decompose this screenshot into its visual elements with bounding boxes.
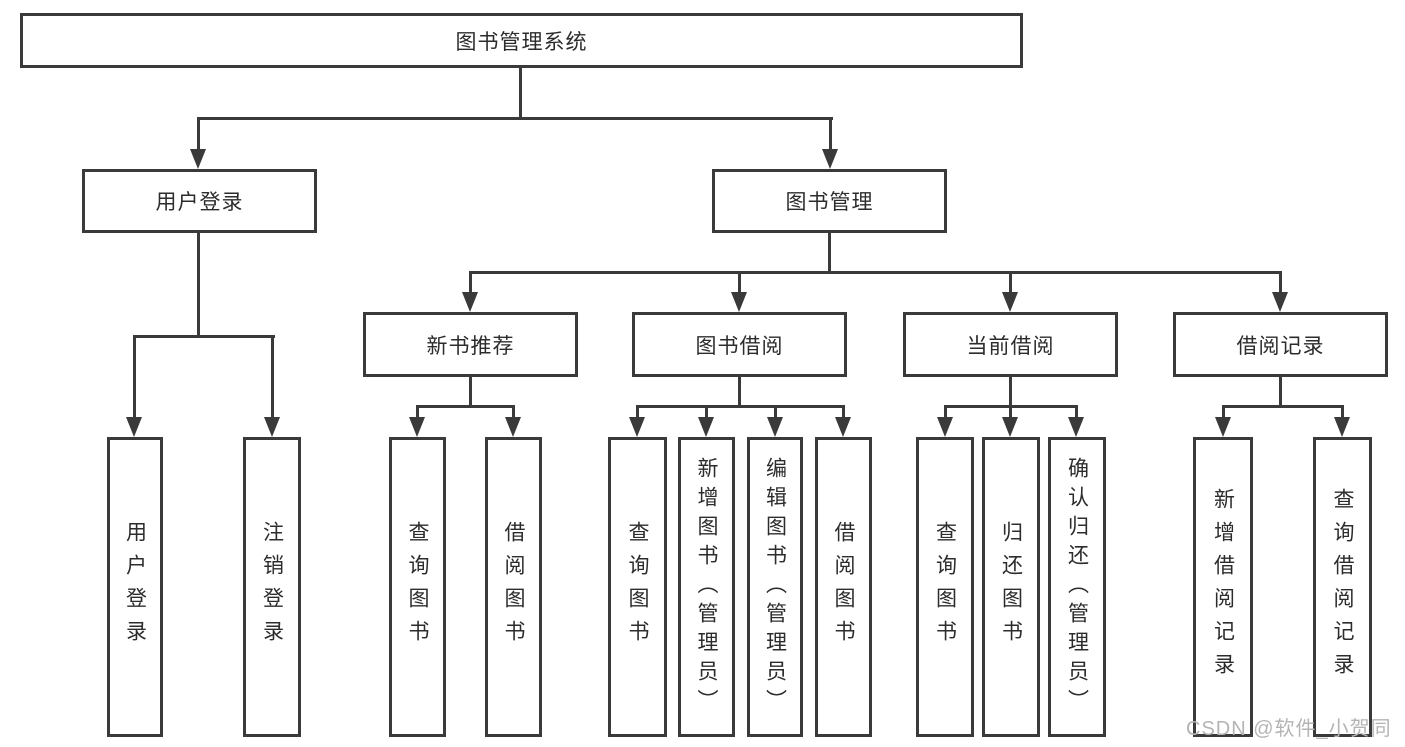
- leaf-bb-borrow-books: 借阅图书: [815, 437, 872, 737]
- leaf-rec-query-books: 查询图书: [389, 437, 446, 737]
- connector-arrowhead: [264, 417, 280, 437]
- connector-line: [416, 405, 515, 408]
- node-book-management: 图书管理: [712, 169, 947, 233]
- leaf-bb-add-books-admin: 新增图书（管理员）: [678, 437, 735, 737]
- leaf-rec-borrow-books-label: 借阅图书: [502, 521, 525, 653]
- connector-arrowhead: [822, 149, 838, 169]
- connector-line: [1009, 405, 1012, 419]
- connector-line: [944, 405, 947, 419]
- connector-line: [469, 271, 1282, 274]
- node-borrow-records-label: 借阅记录: [1236, 334, 1325, 358]
- leaf-cb-confirm-return-admin-label: 确认归还（管理员）: [1065, 456, 1089, 718]
- node-borrow-records: 借阅记录: [1173, 312, 1388, 377]
- connector-line: [1222, 405, 1225, 419]
- leaf-bb-add-books-admin-label: 新增图书（管理员）: [695, 456, 718, 718]
- leaf-cb-return-books-label: 归还图书: [999, 521, 1023, 653]
- leaf-br-query-borrow-record: 查询借阅记录: [1313, 437, 1372, 737]
- connector-line: [774, 405, 777, 419]
- node-new-book-recommend-label: 新书推荐: [426, 334, 515, 358]
- leaf-br-add-borrow-record: 新增借阅记录: [1193, 437, 1253, 737]
- connector-line: [512, 405, 515, 419]
- node-user-login: 用户登录: [82, 169, 317, 233]
- connector-arrowhead: [1334, 417, 1350, 437]
- node-current-borrow: 当前借阅: [903, 312, 1118, 377]
- leaf-logout-label: 注销登录: [260, 521, 284, 653]
- connector-arrowhead: [731, 292, 747, 312]
- connector-line: [197, 117, 833, 120]
- connector-line: [133, 335, 275, 338]
- connector-arrowhead: [1272, 292, 1288, 312]
- connector-arrowhead: [835, 417, 851, 437]
- connector-line: [1279, 377, 1282, 408]
- leaf-cb-confirm-return-admin: 确认归还（管理员）: [1048, 437, 1106, 737]
- leaf-bb-edit-books-admin: 编辑图书（管理员）: [747, 437, 803, 737]
- connector-arrowhead: [126, 417, 142, 437]
- connector-line: [828, 233, 831, 274]
- node-new-book-recommend: 新书推荐: [363, 312, 578, 377]
- connector-arrowhead: [698, 417, 714, 437]
- leaf-bb-edit-books-admin-label: 编辑图书（管理员）: [763, 456, 787, 718]
- connector-line: [519, 66, 522, 120]
- connector-line: [1222, 405, 1344, 408]
- connector-line: [1009, 271, 1012, 295]
- connector-line: [416, 405, 419, 419]
- connector-line: [636, 405, 844, 408]
- connector-line: [1341, 405, 1344, 419]
- connector-line: [738, 377, 741, 408]
- connector-arrowhead: [767, 417, 783, 437]
- leaf-br-add-borrow-record-label: 新增借阅记录: [1211, 488, 1235, 686]
- connector-line: [197, 117, 200, 151]
- connector-line: [636, 405, 639, 419]
- node-book-management-label: 图书管理: [785, 191, 874, 214]
- connector-line: [197, 233, 200, 338]
- node-book-borrow-label: 图书借阅: [695, 334, 784, 358]
- connector-arrowhead: [462, 292, 478, 312]
- leaf-bb-query-books-label: 查询图书: [626, 521, 649, 653]
- connector-line: [1075, 405, 1078, 419]
- connector-line: [738, 271, 741, 295]
- node-current-borrow-label: 当前借阅: [966, 334, 1055, 358]
- node-user-login-label: 用户登录: [155, 191, 244, 214]
- connector-arrowhead: [190, 149, 206, 169]
- connector-line: [1279, 271, 1282, 295]
- leaf-cb-query-books-label: 查询图书: [933, 521, 957, 653]
- connector-line: [133, 335, 136, 419]
- leaf-bb-query-books: 查询图书: [608, 437, 667, 737]
- connector-arrowhead: [1002, 292, 1018, 312]
- connector-line: [469, 271, 472, 295]
- connector-arrowhead: [1002, 417, 1018, 437]
- node-root: 图书管理系统: [20, 13, 1023, 68]
- leaf-logout: 注销登录: [243, 437, 301, 737]
- leaf-cb-return-books: 归还图书: [982, 437, 1040, 737]
- connector-arrowhead: [1068, 417, 1084, 437]
- connector-line: [1009, 377, 1012, 408]
- connector-line: [829, 117, 832, 151]
- connector-arrowhead: [937, 417, 953, 437]
- leaf-rec-query-books-label: 查询图书: [406, 521, 429, 653]
- leaf-user-login: 用户登录: [107, 437, 163, 737]
- connector-arrowhead: [409, 417, 425, 437]
- node-root-label: 图书管理系统: [455, 30, 588, 54]
- leaf-cb-query-books: 查询图书: [916, 437, 974, 737]
- leaf-br-query-borrow-record-label: 查询借阅记录: [1331, 488, 1354, 686]
- connector-line: [469, 377, 472, 408]
- connector-line: [271, 335, 274, 419]
- node-book-borrow: 图书借阅: [632, 312, 847, 377]
- connector-arrowhead: [505, 417, 521, 437]
- connector-arrowhead: [1215, 417, 1231, 437]
- connector-line: [842, 405, 845, 419]
- connector-arrowhead: [629, 417, 645, 437]
- leaf-rec-borrow-books: 借阅图书: [485, 437, 542, 737]
- connector-line: [705, 405, 708, 419]
- leaf-user-login-label: 用户登录: [123, 521, 147, 653]
- leaf-bb-borrow-books-label: 借阅图书: [832, 521, 855, 653]
